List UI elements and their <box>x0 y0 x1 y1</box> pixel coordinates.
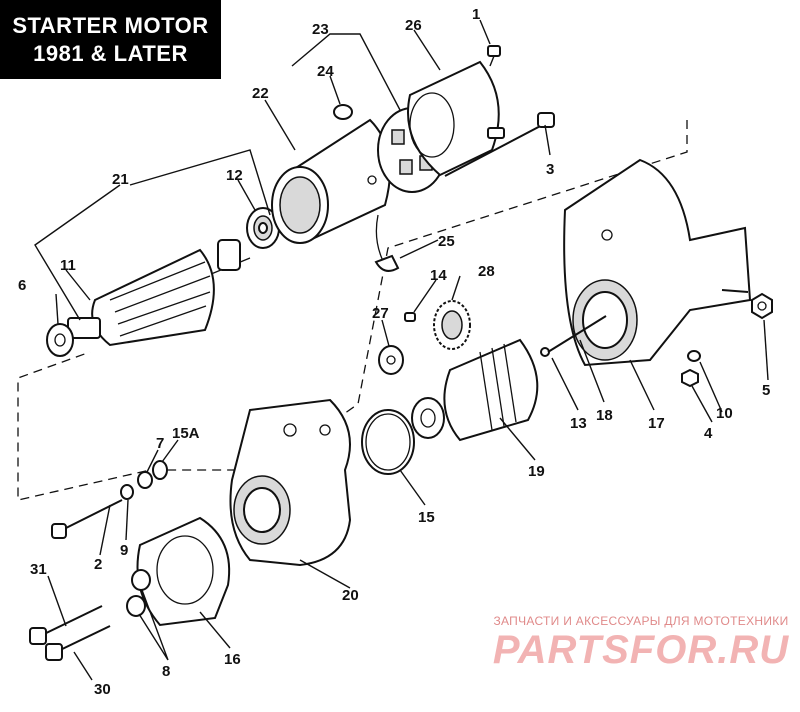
callout-17: 17 <box>648 415 665 432</box>
callout-21: 21 <box>112 171 129 188</box>
callout-14: 14 <box>430 267 447 284</box>
leader-lines <box>34 19 769 681</box>
part-stud-18 <box>547 315 607 353</box>
callout-9: 9 <box>120 542 128 559</box>
part-drive-housing <box>229 398 352 567</box>
callout-19: 19 <box>528 463 545 480</box>
part-washer-8a <box>131 569 151 591</box>
callout-8: 8 <box>162 663 170 680</box>
part-end-cover <box>407 60 505 177</box>
title-box: STARTER MOTOR 1981 & LATER <box>0 0 221 79</box>
callout-18: 18 <box>596 407 613 424</box>
callout-numbers: 1 2 3 4 5 6 7 8 9 10 11 12 13 14 15 15A … <box>18 6 770 698</box>
watermark-tagline: ЗАПЧАСТИ И АКСЕССУАРЫ ДЛЯ МОТОТЕХНИКИ <box>493 614 789 628</box>
part-o-ring <box>361 409 415 475</box>
callout-15: 15 <box>418 509 435 526</box>
callout-22: 22 <box>252 85 269 102</box>
callout-3: 3 <box>546 161 554 178</box>
part-washer-8b <box>126 595 146 617</box>
callout-5: 5 <box>762 382 770 399</box>
part-gasket <box>136 516 231 627</box>
title-line-2: 1981 & LATER <box>33 41 188 66</box>
part-idler-gear <box>433 300 471 350</box>
watermark-logo: PARTSFOR.RU <box>492 628 790 672</box>
callout-16: 16 <box>224 651 241 668</box>
callout-10: 10 <box>716 405 733 422</box>
part-clip-24 <box>333 104 353 120</box>
callout-15a: 15A <box>172 425 200 442</box>
part-nut-5 <box>751 292 773 320</box>
part-pin-14 <box>404 312 416 322</box>
part-washer-6 <box>46 323 74 357</box>
callout-1: 1 <box>472 6 480 23</box>
callout-30: 30 <box>94 681 111 698</box>
part-field-frame <box>271 118 395 271</box>
part-screw-31 <box>29 605 103 645</box>
callout-11: 11 <box>60 257 76 274</box>
part-washer-9 <box>120 484 134 500</box>
part-nut-4 <box>681 368 699 388</box>
callout-13: 13 <box>570 415 587 432</box>
part-lead-wire <box>374 254 400 272</box>
part-ball-13 <box>540 347 550 357</box>
callout-27: 27 <box>372 305 389 322</box>
callout-23: 23 <box>312 21 329 38</box>
part-drive-assembly <box>411 338 539 442</box>
part-retainer-27 <box>378 345 404 375</box>
part-washer-15a <box>152 460 168 480</box>
part-armature <box>67 239 251 347</box>
callout-26: 26 <box>405 17 422 34</box>
title-line-1: STARTER MOTOR <box>12 13 209 38</box>
watermark: ЗАПЧАСТИ И АКСЕССУАРЫ ДЛЯ МОТОТЕХНИКИ PA… <box>486 614 796 672</box>
part-washer-7 <box>137 471 153 489</box>
callout-25: 25 <box>438 233 455 250</box>
part-bolt-2 <box>51 499 123 539</box>
callout-4: 4 <box>704 425 713 442</box>
callout-31: 31 <box>30 561 47 578</box>
callout-12: 12 <box>226 167 243 184</box>
callout-24: 24 <box>317 63 334 80</box>
part-washer-10 <box>687 350 701 362</box>
part-screw-30 <box>45 625 111 661</box>
callout-2: 2 <box>94 556 102 573</box>
part-screw-1 <box>487 45 501 67</box>
callout-20: 20 <box>342 587 359 604</box>
callout-28: 28 <box>478 263 495 280</box>
callout-7: 7 <box>156 435 164 452</box>
callout-6: 6 <box>18 277 26 294</box>
part-solenoid-housing <box>563 158 752 367</box>
part-terminal-stud <box>721 289 749 293</box>
